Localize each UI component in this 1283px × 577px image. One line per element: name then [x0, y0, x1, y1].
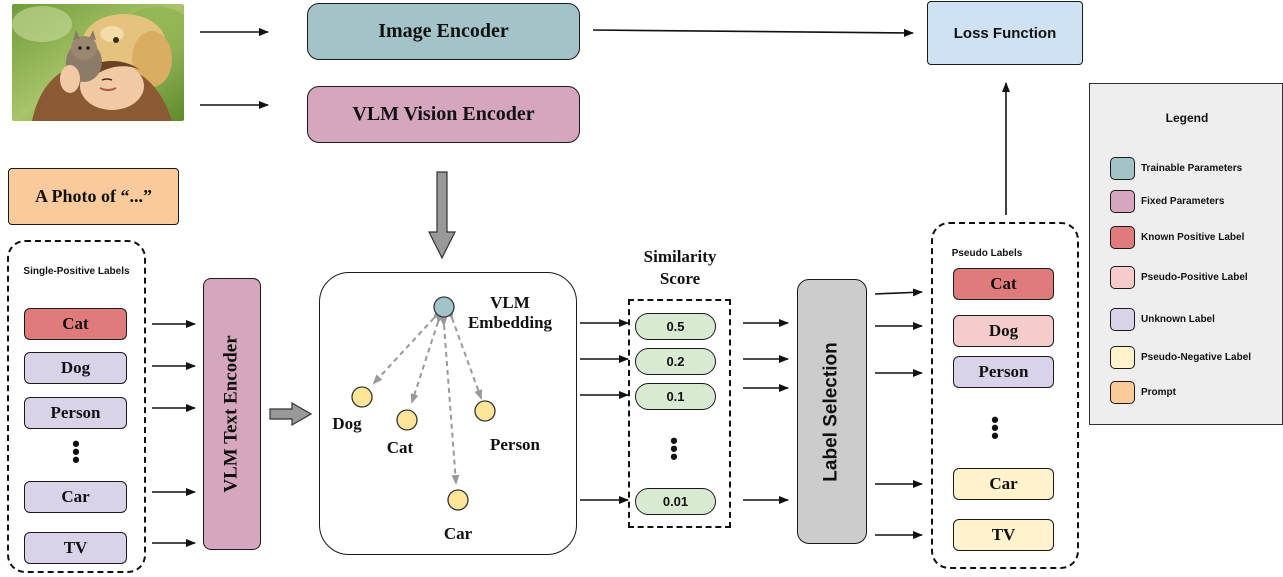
embedding-space-points [351, 296, 496, 511]
single-positive-item-label: Dog [60, 358, 91, 377]
similarity-score-value: 0.1 [666, 389, 685, 404]
similarity-title: Similarity Score [630, 246, 730, 290]
single-positive-item-label: Person [50, 403, 101, 422]
dog-embedding-point [351, 386, 373, 408]
single-positive-group [7, 240, 146, 573]
legend-item-unknown: Unknown Label [1110, 308, 1215, 331]
image-encoder-label: Image Encoder [378, 20, 509, 42]
pseudo-label-item-label: Person [978, 362, 1029, 381]
vlm-vision-encoder-label: VLM Vision Encoder [352, 103, 535, 125]
person-embedding-point [474, 400, 496, 422]
legend-item-label: Fixed Parameters [1141, 196, 1225, 207]
ellipsis-vertical: ••• [72, 431, 80, 472]
legend-item-label: Pseudo-Positive Label [1141, 272, 1248, 283]
legend-item-pseudo-negative: Pseudo-Negative Label [1110, 346, 1251, 369]
pseudo-labels-title: Pseudo Labels [951, 248, 1023, 259]
pseudo-label-item-label: Cat [990, 274, 1017, 293]
vlm-embedding-label: VLM Embedding [455, 293, 565, 333]
single-positive-item-label: TV [63, 538, 88, 557]
pseudo-label-item-label: TV [991, 525, 1016, 544]
vlm-text-encoder-box: VLM Text Encoder [203, 278, 261, 550]
vlm-embedding-point [433, 296, 455, 318]
single-positive-item: Car [24, 481, 127, 513]
similarity-score-pill: 0.1 [635, 383, 716, 410]
legend-swatch [1110, 308, 1135, 331]
similarity-score-pill: 0.5 [635, 313, 716, 340]
loss-function-box: Loss Function [927, 1, 1083, 65]
ellipsis-vertical: ••• [670, 428, 678, 469]
cat-embedding-point [396, 409, 418, 431]
embedding-space-box [319, 272, 577, 555]
dog-point-label: Dog [332, 414, 362, 433]
pseudo-label-item-label: Car [989, 474, 1018, 493]
pseudo-label-item: Cat [953, 268, 1054, 300]
legend-swatch [1110, 266, 1135, 289]
pseudo-label-item: Person [953, 356, 1054, 388]
single-positive-item: Person [24, 397, 127, 429]
similarity-score-value: 0.5 [666, 319, 685, 334]
legend-item-known-positive: Known Positive Label [1110, 226, 1244, 249]
single-positive-item: Cat [24, 308, 127, 340]
pseudo-label-item: Car [953, 468, 1054, 500]
similarity-score-pill: 0.2 [635, 348, 716, 375]
similarity-group [628, 299, 731, 528]
vlm-text-encoder-label: VLM Text Encoder [221, 335, 242, 493]
legend-swatch [1110, 226, 1135, 249]
vlm-vision-encoder-box: VLM Vision Encoder [307, 86, 580, 143]
legend-item-label: Unknown Label [1141, 314, 1215, 325]
prompt-label: A Photo of “...” [35, 186, 152, 206]
vlm-embedding-label-line: Embedding [467, 313, 553, 332]
image-encoder-box: Image Encoder [307, 3, 580, 60]
input-photo [12, 4, 184, 121]
legend-item-label: Pseudo-Negative Label [1141, 352, 1252, 363]
ellipsis-vertical: ••• [991, 407, 999, 448]
legend-swatch [1110, 381, 1135, 404]
prompt-box: A Photo of “...” [8, 168, 179, 225]
single-positive-item-label: Car [61, 487, 90, 506]
legend-item-fixed: Fixed Parameters [1110, 190, 1224, 213]
legend-item-pseudo-positive: Pseudo-Positive Label [1110, 266, 1248, 289]
legend-item-label: Trainable Parameters [1141, 163, 1243, 174]
similarity-title-line: Similarity [643, 247, 717, 266]
similarity-score-pill: 0.01 [635, 488, 716, 515]
pseudo-labels-group [931, 222, 1079, 569]
single-positive-item: Dog [24, 352, 127, 384]
similarity-title-line: Score [659, 269, 701, 288]
similarity-score-value: 0.2 [666, 354, 685, 369]
label-selection-label: Label Selection [821, 341, 842, 482]
legend-title: Legend [1165, 111, 1209, 125]
legend-swatch [1110, 190, 1135, 213]
pseudo-label-item-label: Dog [988, 321, 1019, 340]
car-point-label: Car [443, 524, 473, 543]
loss-function-label: Loss Function [953, 24, 1057, 42]
legend-swatch [1110, 346, 1135, 369]
similarity-score-value: 0.01 [662, 494, 689, 509]
legend-panel: Legend Trainable Parameters Fixed Parame… [1089, 83, 1283, 425]
legend-item-trainable: Trainable Parameters [1110, 157, 1242, 180]
single-positive-item-label: Cat [62, 314, 89, 333]
legend-item-prompt: Prompt [1110, 381, 1176, 404]
legend-item-label: Prompt [1141, 387, 1176, 398]
single-positive-item: TV [24, 532, 127, 564]
single-positive-title: Single-Positive Labels [23, 266, 130, 277]
vlm-embedding-label-line: VLM [490, 293, 530, 312]
pseudo-label-item: Dog [953, 315, 1054, 347]
legend-item-label: Known Positive Label [1141, 232, 1245, 243]
cat-point-label: Cat [386, 438, 414, 457]
label-selection-box: Label Selection [797, 279, 867, 544]
car-embedding-point [447, 489, 469, 511]
legend-swatch [1110, 157, 1135, 180]
pseudo-label-item: TV [953, 519, 1054, 551]
person-point-label: Person [489, 435, 541, 454]
